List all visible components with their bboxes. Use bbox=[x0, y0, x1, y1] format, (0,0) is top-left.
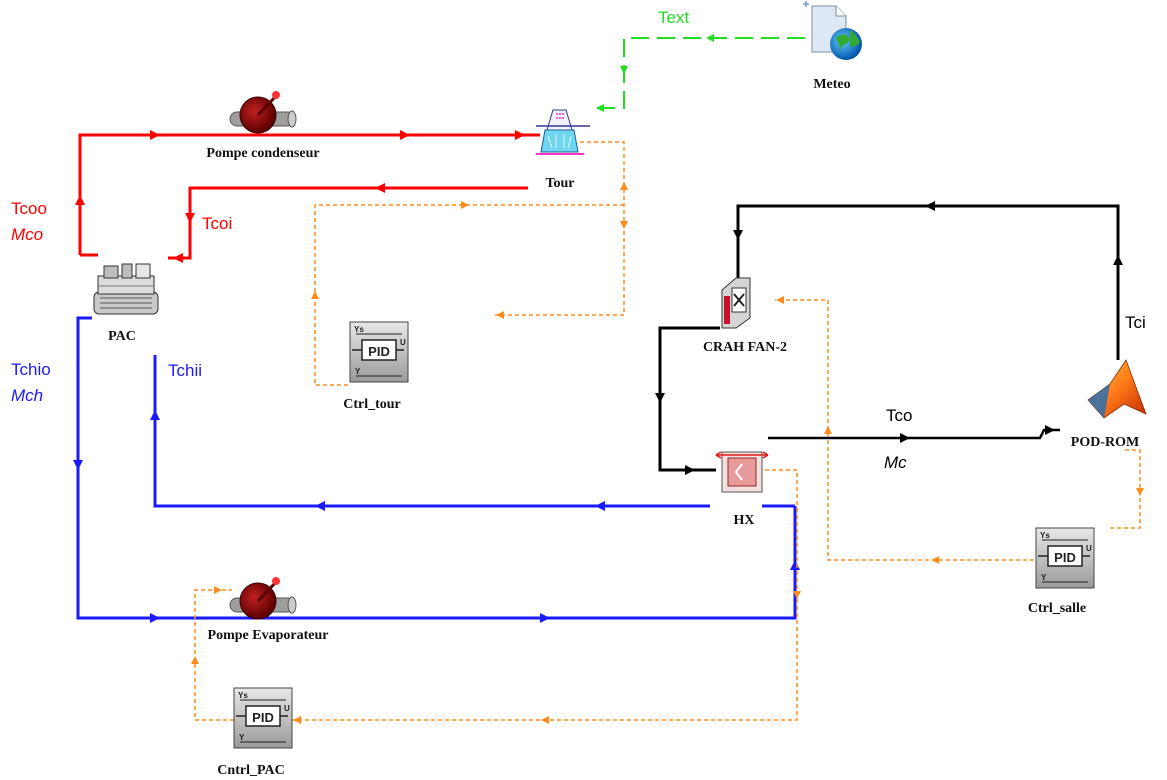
flow-arrow bbox=[706, 34, 714, 42]
flow-arrow bbox=[541, 716, 549, 724]
chilled-supply-line bbox=[76, 316, 797, 620]
ctrl-tour-label: Ctrl_tour bbox=[343, 397, 401, 412]
pid-core-label: PID bbox=[368, 344, 390, 359]
ctrl-tour-signal-a bbox=[495, 141, 625, 316]
cntrl-pac-label: Cntrl_PAC bbox=[217, 763, 284, 778]
flow-arrow bbox=[375, 183, 385, 193]
hx-label: HX bbox=[734, 513, 755, 528]
chiller-icon[interactable] bbox=[93, 263, 159, 315]
ctrl-salle-signal-b bbox=[775, 299, 1034, 561]
flow-arrow bbox=[733, 230, 743, 240]
var-tchio: Tchio bbox=[11, 360, 51, 379]
flow-arrow bbox=[776, 296, 784, 304]
pompe-condenseur-label: Pompe condenseur bbox=[206, 146, 319, 161]
flow-arrow bbox=[1136, 488, 1144, 496]
weather-text-line bbox=[596, 37, 805, 109]
pid-ys-label: Ys bbox=[354, 325, 364, 334]
flow-arrow bbox=[685, 465, 695, 475]
var-tcoo: Tcoo bbox=[11, 199, 47, 218]
ctrl-salle-signal-a bbox=[1110, 449, 1141, 529]
flow-arrow bbox=[790, 560, 800, 570]
flow-arrow bbox=[75, 195, 85, 205]
flow-arrow bbox=[931, 556, 939, 564]
pid-y-label: Y bbox=[355, 367, 361, 376]
air-hx-pod-line bbox=[768, 428, 1060, 440]
weather-file-globe-icon[interactable] bbox=[803, 1, 862, 60]
flow-arrow bbox=[150, 410, 160, 420]
crah-label: CRAH FAN-2 bbox=[703, 340, 787, 355]
flow-arrow bbox=[655, 393, 665, 403]
ctrl-salle-label: Ctrl_salle bbox=[1028, 601, 1086, 616]
crah-fan-icon[interactable] bbox=[721, 277, 751, 329]
condenser-supply-line bbox=[78, 133, 540, 255]
flow-arrow bbox=[515, 130, 525, 140]
flow-arrow bbox=[400, 130, 410, 140]
pid-u-label: U bbox=[284, 704, 290, 713]
var-tci: Tci bbox=[1125, 313, 1146, 332]
pid-ys-label: Ys bbox=[238, 691, 248, 700]
pid-y-label: Y bbox=[1041, 573, 1047, 582]
flow-arrow bbox=[293, 716, 301, 724]
pid-controller-icon[interactable]: Ys U Y PID bbox=[1035, 527, 1095, 589]
flow-arrow bbox=[620, 221, 628, 229]
meteo-label: Meteo bbox=[813, 77, 850, 92]
flow-arrow bbox=[191, 656, 199, 664]
pid-ys-label: Ys bbox=[1040, 531, 1050, 540]
pac-label: PAC bbox=[108, 329, 136, 344]
flow-arrow bbox=[900, 433, 910, 443]
flow-arrow bbox=[824, 426, 832, 434]
flow-arrow bbox=[315, 501, 325, 511]
cntrl-pac-signal-b bbox=[194, 589, 234, 721]
var-mc: Mc bbox=[884, 453, 907, 472]
flow-arrow bbox=[185, 213, 195, 223]
flow-arrow bbox=[1113, 255, 1123, 265]
pompe-evaporateur-label: Pompe Evaporateur bbox=[208, 628, 329, 643]
flow-arrow bbox=[620, 66, 628, 74]
flow-arrow bbox=[596, 104, 604, 112]
var-mco: Mco bbox=[11, 225, 43, 244]
flow-arrow bbox=[150, 613, 160, 623]
pid-core-label: PID bbox=[252, 710, 274, 725]
flow-arrow bbox=[793, 591, 801, 599]
var-tchii: Tchii bbox=[168, 361, 202, 380]
var-tcoi: Tcoi bbox=[202, 214, 232, 233]
var-text: Text bbox=[658, 8, 689, 27]
flow-lines bbox=[73, 34, 1144, 724]
matlab-icon[interactable] bbox=[1087, 359, 1147, 419]
pump-icon[interactable] bbox=[229, 91, 297, 134]
pid-u-label: U bbox=[400, 338, 406, 347]
flow-arrow bbox=[214, 586, 222, 594]
pid-core-label: PID bbox=[1054, 550, 1076, 565]
var-mch: Mch bbox=[11, 386, 43, 405]
pid-controller-icon[interactable]: Ys U Y PID bbox=[349, 321, 409, 383]
flow-arrow bbox=[1045, 425, 1055, 435]
heat-exchanger-icon[interactable] bbox=[715, 451, 769, 493]
var-tco: Tco bbox=[886, 406, 912, 425]
air-loop-line bbox=[736, 204, 1120, 360]
chilled-return-line bbox=[153, 355, 710, 508]
pump-icon[interactable] bbox=[229, 577, 297, 620]
flow-arrow bbox=[73, 460, 83, 470]
flow-arrow bbox=[311, 291, 319, 299]
flow-arrow bbox=[540, 613, 550, 623]
pod-rom-label: POD-ROM bbox=[1071, 435, 1139, 450]
tour-label: Tour bbox=[545, 176, 574, 191]
flow-arrow bbox=[925, 201, 935, 211]
cooling-tower-icon[interactable] bbox=[536, 109, 590, 155]
flow-arrow bbox=[150, 130, 160, 140]
pid-controller-icon[interactable]: Ys U Y PID bbox=[233, 687, 293, 749]
flow-arrow bbox=[496, 311, 504, 319]
pid-y-label: Y bbox=[239, 733, 245, 742]
flow-arrow bbox=[461, 201, 469, 209]
pid-u-label: U bbox=[1086, 544, 1092, 553]
flow-arrow bbox=[173, 253, 183, 263]
flow-arrow bbox=[595, 501, 605, 511]
flow-arrow bbox=[620, 182, 628, 190]
